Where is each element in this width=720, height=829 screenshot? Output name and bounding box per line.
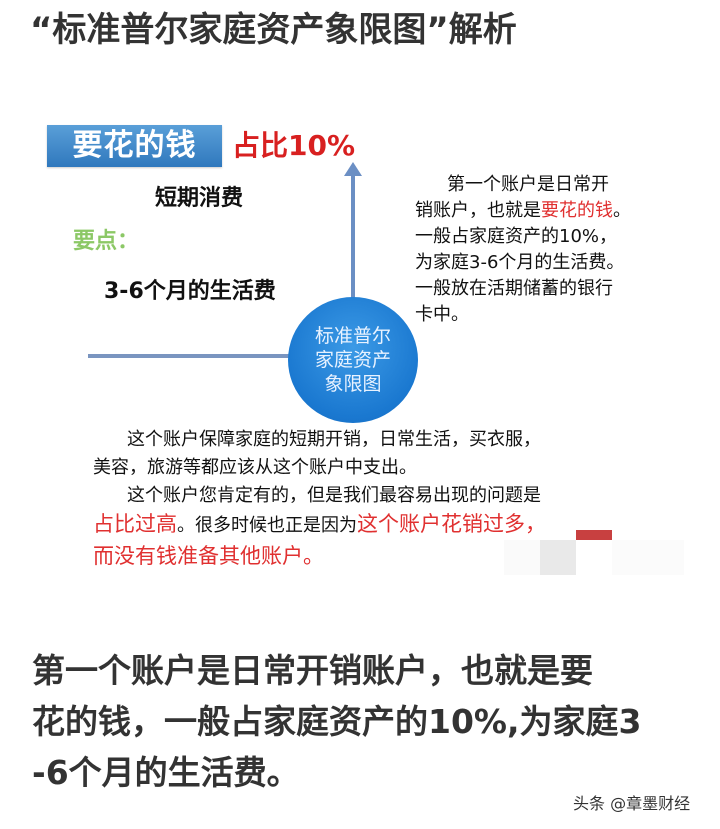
bottom-desc-line-3: 这个账户您肯定有的，但是我们最容易出现的问题是	[127, 485, 541, 506]
image-artifact-block	[612, 540, 684, 575]
center-circle: 标准普尔 家庭资产 象限图	[288, 297, 418, 423]
right-desc-line-2-prefix: 销账户，也就是	[415, 200, 541, 221]
summary-line-1: 第一个账户是日常开销账户，也就是要	[32, 651, 593, 690]
bottom-desc-line-4: 占比过高。很多时候也正是因为这个账户花销过多，	[93, 510, 653, 540]
right-desc-highlight: 要花的钱	[541, 200, 613, 221]
arrow-up-icon	[344, 162, 362, 176]
bottom-desc-highlight-2: 这个账户花销过多，	[357, 512, 546, 536]
right-desc-line-4: 为家庭3-6个月的生活费。	[415, 252, 625, 273]
right-desc-line-2: 销账户，也就是要花的钱。	[415, 198, 705, 224]
horizontal-axis	[88, 354, 298, 358]
bottom-desc-line-5-suffix: 。	[303, 544, 324, 568]
bottom-description: 这个账户保障家庭的短期开销，日常生活，买衣服， 美容，旅游等都应该从这个账户中支…	[93, 426, 653, 572]
summary-line-3: -6个月的生活费。	[32, 753, 300, 792]
bottom-desc-highlight-3: 而没有钱准备其他账户	[93, 544, 303, 568]
right-description: 第一个账户是日常开 销账户，也就是要花的钱。 一般占家庭资产的10%， 为家庭3…	[415, 172, 705, 328]
right-desc-line-3: 一般占家庭资产的10%，	[415, 226, 618, 247]
summary-paragraph: 第一个账户是日常开销账户，也就是要 花的钱，一般占家庭资产的10%,为家庭3 -…	[32, 645, 692, 798]
bottom-desc-line-5: 而没有钱准备其他账户。	[93, 540, 653, 572]
key-point-text: 3-6个月的生活费	[104, 279, 276, 304]
image-artifact-block	[504, 540, 540, 575]
bottom-desc-highlight-1: 占比过高	[93, 512, 177, 536]
category-label-box: 要花的钱	[47, 125, 222, 167]
image-artifact-block	[540, 540, 576, 575]
image-artifact-red	[576, 530, 612, 540]
key-points-label: 要点：	[73, 229, 140, 254]
circle-line-1: 标准普尔	[314, 325, 391, 347]
bottom-desc-line-2: 美容，旅游等都应该从这个账户中支出。	[93, 457, 417, 478]
right-desc-line-1: 第一个账户是日常开	[447, 174, 609, 195]
category-short-term: 短期消费	[155, 186, 244, 211]
right-desc-line-2-suffix: 。	[613, 200, 631, 221]
quadrant-infographic: 要花的钱 占比10% 短期消费 要点： 3-6个月的生活费 标准普尔 家庭资产 …	[0, 100, 720, 600]
circle-line-2: 家庭资产	[314, 349, 391, 371]
page-title: “标准普尔家庭资产象限图”解析	[30, 10, 517, 50]
vertical-axis	[351, 172, 355, 302]
watermark: 头条 @章墨财经	[573, 794, 691, 813]
circle-line-3: 象限图	[324, 373, 382, 395]
bottom-desc-line-1: 这个账户保障家庭的短期开销，日常生活，买衣服，	[127, 429, 541, 450]
right-desc-line-6: 卡中。	[415, 304, 469, 325]
ratio-label: 占比10%	[232, 129, 356, 162]
summary-line-2: 花的钱，一般占家庭资产的10%,为家庭3	[32, 702, 642, 741]
bottom-desc-line-4-middle: 。很多时候也正是因为	[177, 515, 357, 536]
right-desc-line-5: 一般放在活期储蓄的银行	[415, 278, 613, 299]
